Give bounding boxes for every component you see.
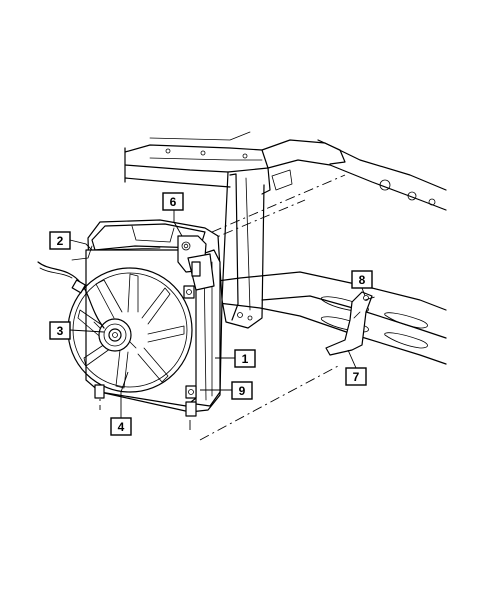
fan-motor <box>93 318 137 352</box>
fan-blades <box>77 273 185 389</box>
callout-label: 2 <box>57 234 64 248</box>
callout-2[interactable]: 2 <box>49 231 71 250</box>
callout-label: 4 <box>118 420 125 434</box>
fan-support-bracket <box>325 291 373 356</box>
callout-3[interactable]: 3 <box>49 321 71 340</box>
callout-7[interactable]: 7 <box>345 367 367 386</box>
callout-leaders <box>69 210 366 418</box>
fan-shroud-assembly <box>67 219 223 417</box>
callout-label: 8 <box>359 273 366 287</box>
callout-8[interactable]: 8 <box>351 270 373 289</box>
callout-label: 7 <box>353 370 360 384</box>
callout-1[interactable]: 1 <box>234 349 256 368</box>
callout-4[interactable]: 4 <box>110 417 132 436</box>
callout-label: 9 <box>239 384 246 398</box>
wire-harness <box>37 245 105 329</box>
vertical-support-post <box>221 171 265 329</box>
upper-frame-rail <box>124 131 447 211</box>
callout-9[interactable]: 9 <box>231 381 253 400</box>
callout-6[interactable]: 6 <box>162 192 184 211</box>
callout-label: 3 <box>57 324 64 338</box>
callout-label: 1 <box>242 352 249 366</box>
callout-label: 6 <box>170 195 177 209</box>
